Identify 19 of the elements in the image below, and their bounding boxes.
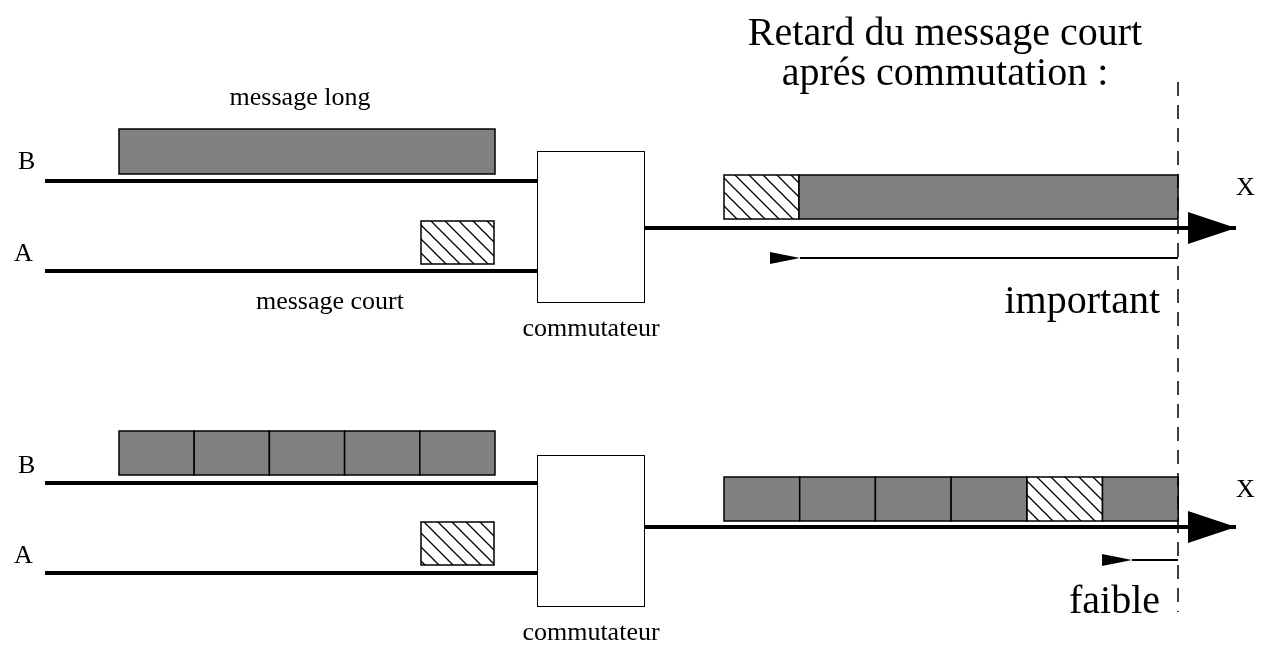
arrow xyxy=(645,212,1236,244)
arrow xyxy=(645,511,1236,543)
link-line xyxy=(45,179,537,183)
node-label: B xyxy=(18,452,36,478)
node-label: X xyxy=(1236,476,1255,502)
node-label: commutateur xyxy=(521,315,661,341)
link-line xyxy=(45,571,537,575)
node-label: B xyxy=(18,148,36,174)
delay-label: faible xyxy=(1067,580,1160,620)
node-label: commutateur xyxy=(521,619,661,645)
heading-text: Retard du message court aprés commutation : xyxy=(746,12,1144,92)
link-line xyxy=(45,269,537,273)
message-label: message court xyxy=(255,288,405,314)
node-label: X xyxy=(1236,174,1255,200)
node-label: A xyxy=(14,542,33,568)
link-line xyxy=(45,481,537,485)
delay-label: important xyxy=(1003,280,1160,320)
node-label: A xyxy=(14,240,33,266)
message-label: message long xyxy=(228,84,372,110)
